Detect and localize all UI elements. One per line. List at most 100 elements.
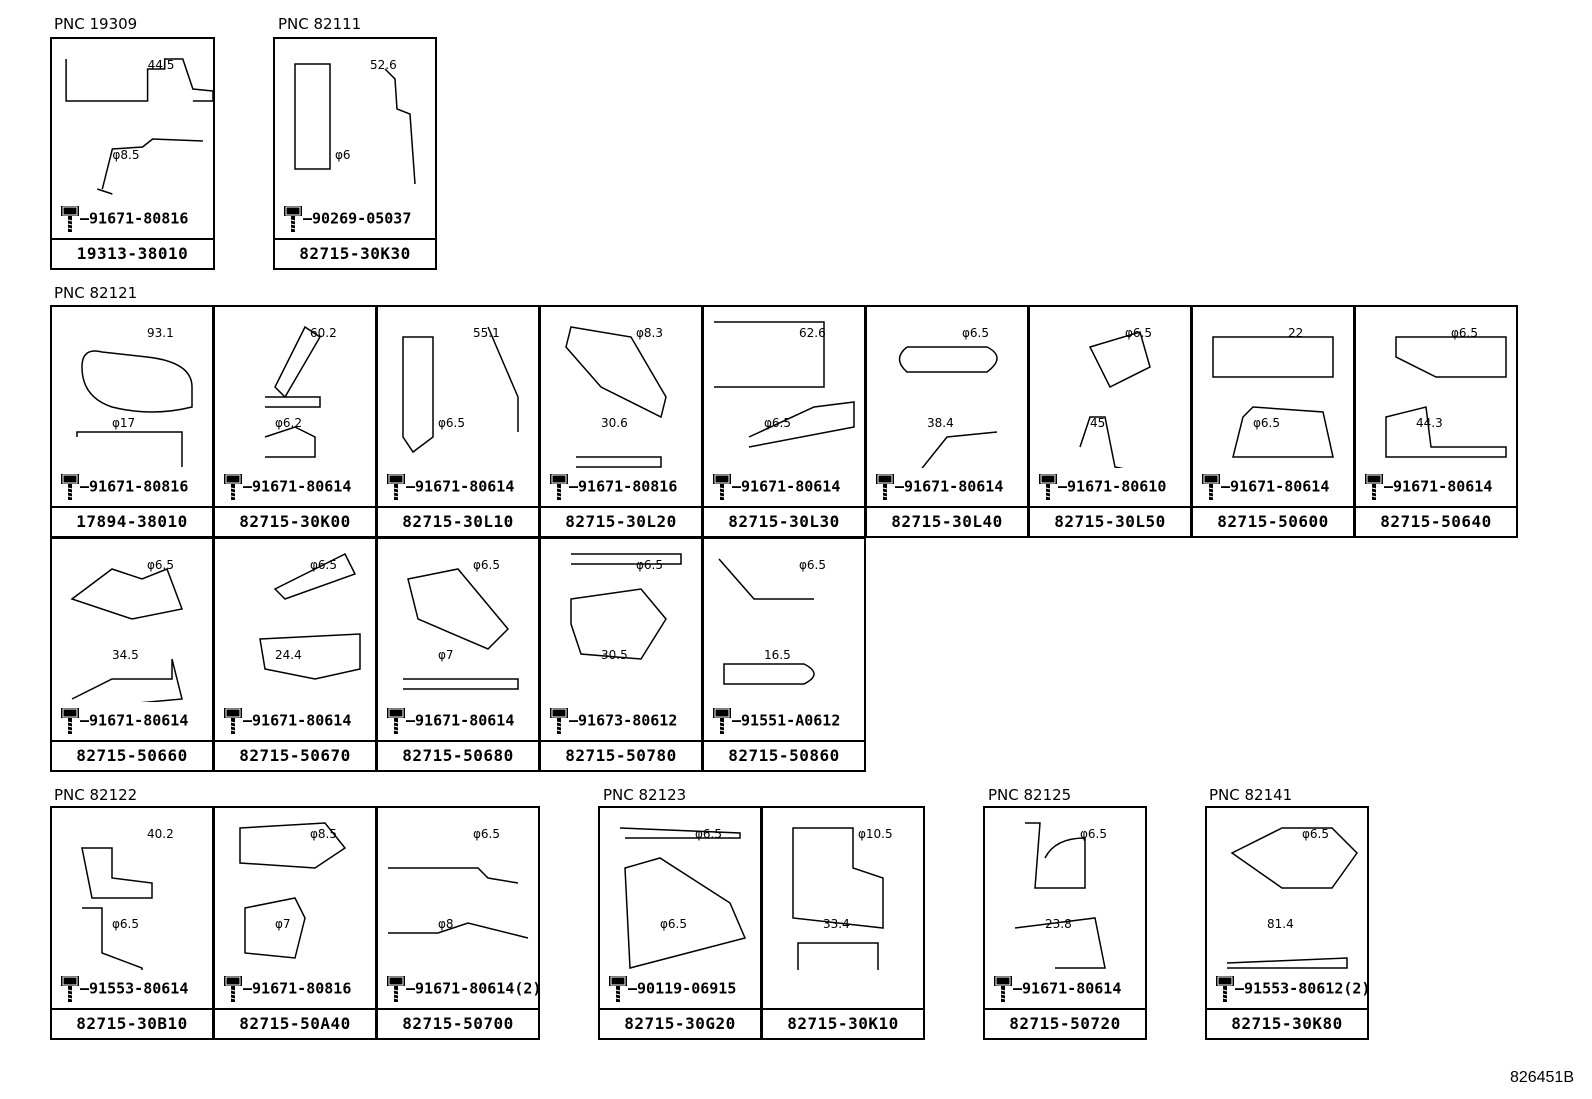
bolt-part-number: —91551-A0612 <box>712 706 840 736</box>
part-sketch: φ6.524.4 <box>259 552 361 680</box>
dimension-label: φ6.5 <box>1302 827 1329 841</box>
dimension-label: φ6.5 <box>310 558 337 572</box>
bolt-number-text: — <box>732 711 742 730</box>
bolt-number: 91671-80614 <box>1393 477 1493 496</box>
bolt-part-number: —91671-80614 <box>60 706 188 736</box>
dimension-label: 38.4 <box>927 416 954 430</box>
bolt-number: 91671-80816 <box>252 979 352 998</box>
part-sketch: 52.6φ6 <box>294 58 416 185</box>
bolt-number-text: — <box>80 711 90 730</box>
bolt-number-text: — <box>303 209 313 228</box>
part-number: 82715-30G20 <box>600 1008 760 1038</box>
bolt-icon <box>284 206 302 232</box>
part-number: 82715-30K00 <box>215 506 375 536</box>
part-number: 17894-38010 <box>52 506 212 536</box>
dimension-label: 44.5 <box>148 58 175 72</box>
dimension-label: φ6.5 <box>147 558 174 572</box>
bolt-number-text: — <box>243 477 253 496</box>
bolt-icon <box>224 976 242 1002</box>
bolt-number: 91553-80612(2) <box>1244 979 1371 998</box>
bolt-number: 91671-80816 <box>578 477 678 496</box>
dimension-label: φ6.5 <box>1253 416 1280 430</box>
dimension-label: φ7 <box>438 648 454 662</box>
bolt-number-text: — <box>80 979 90 998</box>
bolt-number: 91671-80614 <box>89 711 189 730</box>
bolt-part-number: —90269-05037 <box>283 204 411 234</box>
bolt-icon <box>876 474 894 500</box>
bolt-part-number: —91671-80614 <box>386 706 514 736</box>
dimension-label: φ8.5 <box>112 148 139 162</box>
bolt-number-text: — <box>80 209 90 228</box>
bolt-part-number: —91671-80816 <box>60 204 188 234</box>
part-sketch: 55.1φ6.5 <box>402 326 519 454</box>
dimension-label: φ6.5 <box>695 827 722 841</box>
bolt-icon <box>1202 474 1220 500</box>
part-sketch: φ6.5 34.5 <box>70 558 184 702</box>
bolt-number-text: — <box>1384 477 1394 496</box>
bolt-number: 91671-80614 <box>415 711 515 730</box>
bolt-number-text: — <box>628 979 638 998</box>
bolt-icon <box>387 976 405 1002</box>
bolt-number-text: — <box>406 979 416 998</box>
bolt-number-text: — <box>569 477 579 496</box>
bolt-part-number: —91671-80614 <box>875 472 1003 502</box>
part-number: 19313-38010 <box>52 238 213 268</box>
dimension-label: 22 <box>1288 326 1303 340</box>
part-number: 82715-50680 <box>378 740 538 770</box>
bolt-number-text: — <box>406 711 416 730</box>
bolt-number: 91671-80614 <box>1230 477 1330 496</box>
dimension-label: φ8.5 <box>310 827 337 841</box>
bolt-number: 91671-80614 <box>252 711 352 730</box>
bolt-number: 91671-80614 <box>252 477 352 496</box>
part-number: 82715-30K10 <box>763 1008 923 1038</box>
bolt-number-text: — <box>1013 979 1023 998</box>
bolt-part-number: —91553-80612(2) <box>1215 974 1370 1004</box>
dimension-label: 23.8 <box>1045 917 1072 931</box>
bolt-part-number: —91671-80614 <box>712 472 840 502</box>
part-number: 82715-50640 <box>1356 506 1516 536</box>
dimension-label: 34.5 <box>112 648 139 662</box>
part-sketch: φ6.5φ7 <box>403 558 519 690</box>
bolt-part-number: —91671-80614(2) <box>386 974 541 1004</box>
part-number: 82715-50A40 <box>215 1008 375 1038</box>
dimension-label: φ6 <box>335 148 351 162</box>
dimension-label: 81.4 <box>1267 917 1294 931</box>
bolt-number-text: — <box>1058 477 1068 496</box>
part-sketch: φ6.538.4 <box>898 326 998 468</box>
dimension-label: φ6.5 <box>660 917 687 931</box>
bolt-part-number: —91671-80614 <box>223 706 351 736</box>
dimension-label: φ10.5 <box>858 827 893 841</box>
bolt-number-text: — <box>1235 979 1245 998</box>
bolt-part-number: —91671-80816 <box>60 472 188 502</box>
bolt-icon <box>61 976 79 1002</box>
dimension-label: φ17 <box>112 416 135 430</box>
dimension-label: φ6.5 <box>764 416 791 430</box>
part-number: 82715-50860 <box>704 740 864 770</box>
dimension-label: 30.6 <box>601 416 628 430</box>
bolt-part-number: —91671-80614 <box>223 472 351 502</box>
part-number: 82715-30L20 <box>541 506 701 536</box>
part-sketch: 62.6φ6.5 <box>714 321 855 448</box>
part-number: 82715-30L50 <box>1030 506 1190 536</box>
bolt-number: 91673-80612 <box>578 711 678 730</box>
pnc-label-82141: PNC 82141 <box>1209 786 1293 804</box>
part-sketch: φ6.545 <box>1079 326 1152 468</box>
bolt-icon <box>609 976 627 1002</box>
bolt-number: 91671-80614 <box>415 477 515 496</box>
part-sketch: 40.2φ6.5 <box>81 827 174 970</box>
part-sketch: φ8.330.6 <box>565 326 667 468</box>
part-number: 82715-30L40 <box>867 506 1027 536</box>
dimension-label: 40.2 <box>147 827 174 841</box>
